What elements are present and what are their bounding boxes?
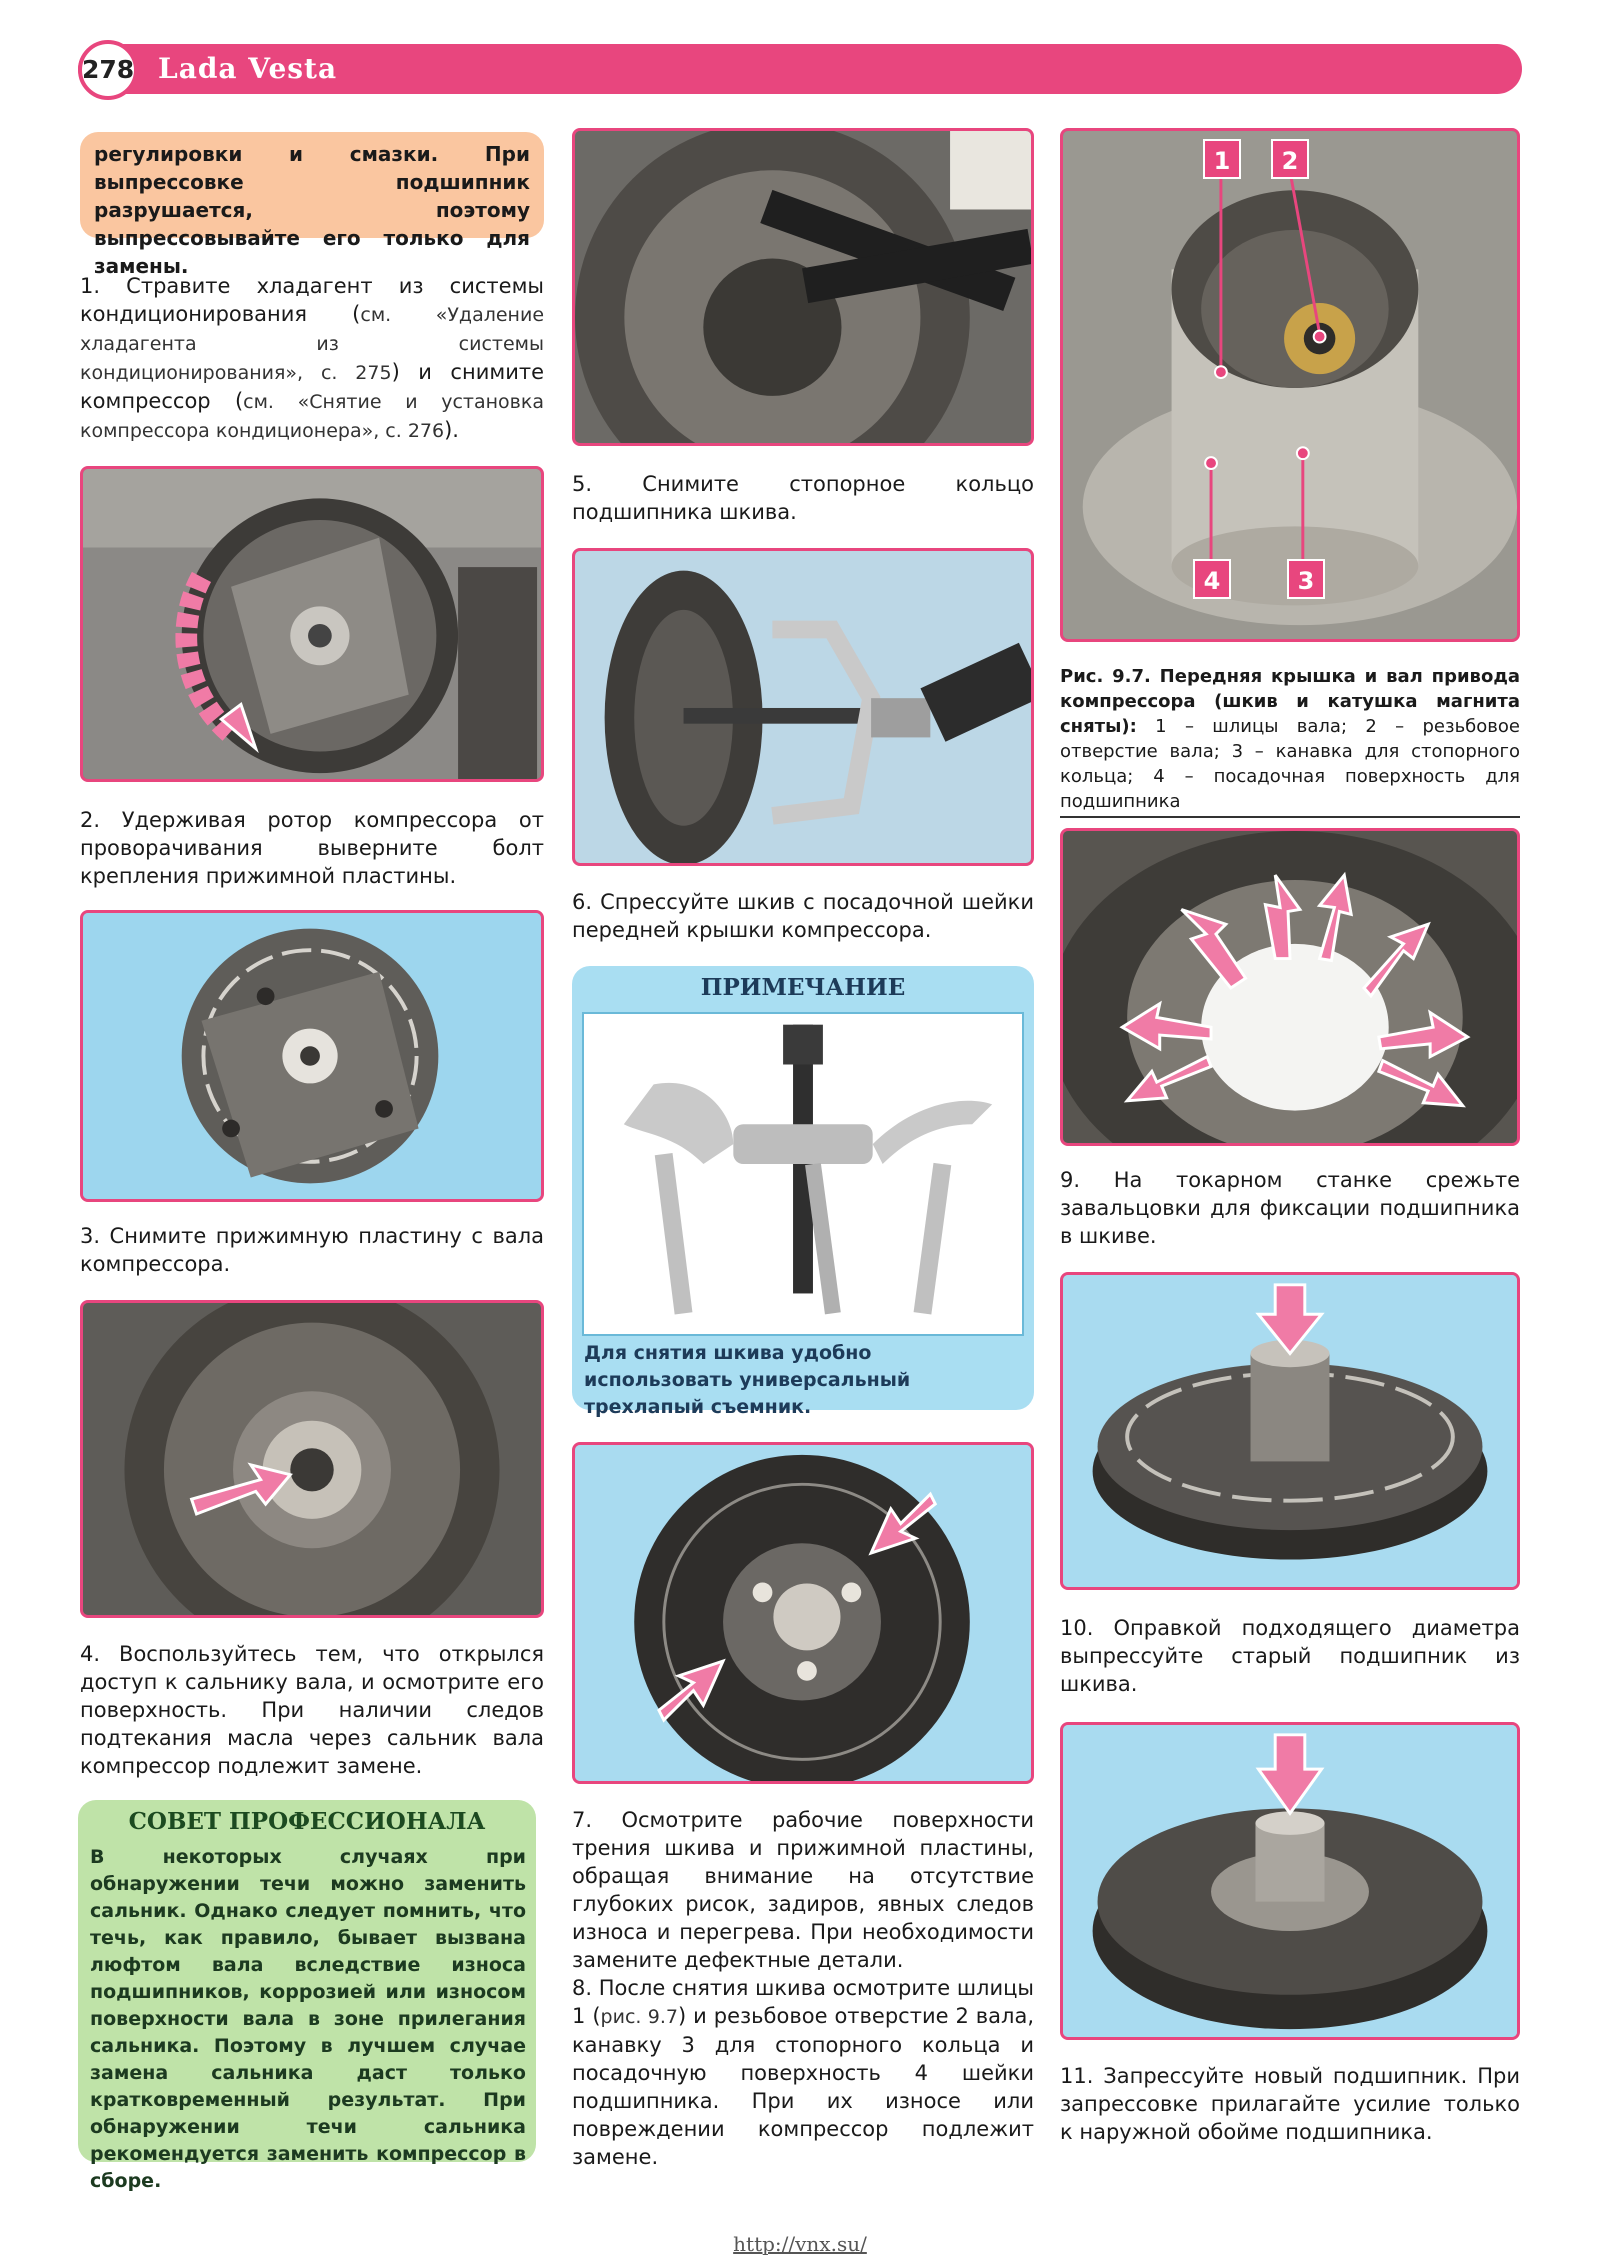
callout-label-4: 4 [1193,559,1231,599]
reference-link: см. «Снятие и установка компрессора конд… [80,391,545,442]
advice-text: В некоторых случаях при обнаружении течи… [90,1846,526,2192]
photo-step-4 [80,1300,544,1618]
photo-step-9 [1060,828,1520,1146]
step-8-text: 8. После снятия шкива осмотрите шлицы 1 … [572,1976,1035,2169]
header-bar [78,44,1522,94]
figure-title: Рис. 9.7. Передняя крышка и вал привода … [1060,666,1520,737]
callout-label-2: 2 [1271,139,1309,179]
reference-link: см. «Удаление хладагента из системы конд… [80,304,545,384]
photo-step-6 [572,548,1034,866]
step-2-caption: 2. Удерживая ротор компрессора от провор… [80,808,544,888]
step-5-caption: 5. Снимите стопорное кольцо подшипника ш… [572,472,1034,524]
callout-label-1: 1 [1203,139,1241,179]
photo-step-3 [80,910,544,1202]
step-7-caption: 7. Осмотрите рабочие поверхности трения … [572,1808,1034,1972]
footer-url[interactable]: http://vnx.su/ [733,2232,867,2256]
step-1-text: 1. Стравите хладагент из системы кондици… [80,274,545,442]
photo-step-7 [572,1442,1034,1784]
photo-step-5 [572,128,1034,446]
advice-title: СОВЕТ ПРОФЕССИОНАЛА [128,1808,486,1835]
photo-step-10 [1060,1272,1520,1590]
note-caption: Для снятия шкива удобно использовать уни… [584,1342,911,1418]
intro-box: регулировки и смазки. При выпрессовке по… [80,132,544,278]
photo-step-2 [80,466,544,782]
page-number: 278 [78,40,138,100]
callout-label-3: 3 [1287,559,1325,599]
step-3-caption: 3. Снимите прижимную пластину с вала ком… [80,1224,544,1276]
note-title: ПРИМЕЧАНИЕ [700,974,906,1001]
advice-box [78,1800,536,2162]
step-10-caption: 10. Оправкой подходящего диаметра выпрес… [1060,1616,1520,1696]
figure-9-7-photo: 1 2 3 4 [1060,128,1520,642]
figure-legend: 1 – шлицы вала; 2 – резьбовое отверстие … [1060,716,1520,812]
puller-tool-image [582,1012,1024,1336]
photo-step-11 [1060,1722,1520,2040]
step-4-caption: 4. Воспользуйтесь тем, что открылся дост… [80,1642,544,1778]
step-6-caption: 6. Спрессуйте шкив с посадочной шейки пе… [572,890,1034,942]
step-9-caption: 9. На токарном станке срежьте завальцовк… [1060,1168,1520,1248]
figure-reference: рис. 9.7 [600,2006,678,2028]
step-11-caption: 11. Запрессуйте новый подшипник. При зап… [1060,2064,1520,2144]
figure-9-7-caption: Рис. 9.7. Передняя крышка и вал привода … [1060,664,1520,818]
book-title: Lada Vesta [158,52,338,85]
